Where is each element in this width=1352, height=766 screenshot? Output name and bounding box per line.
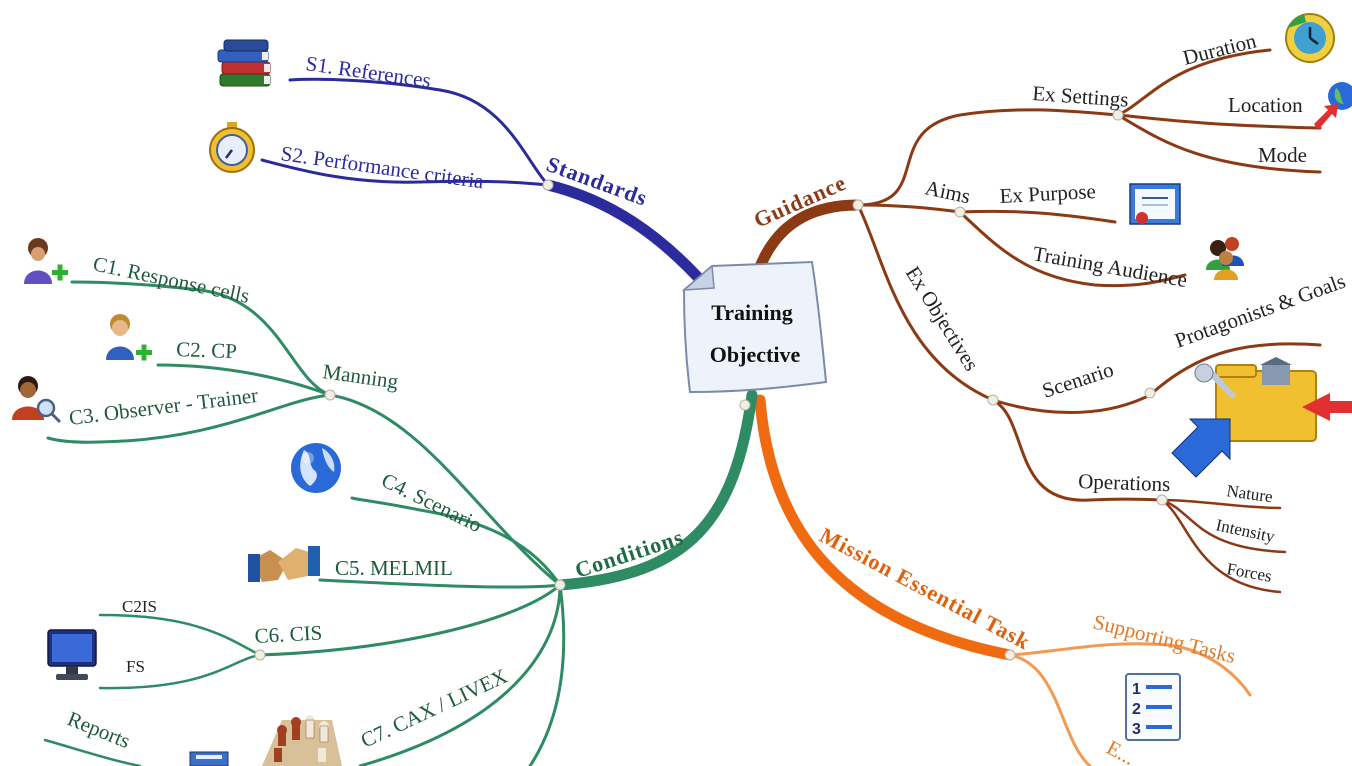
c2is-label[interactable]: C2IS bbox=[122, 597, 157, 616]
duration-label[interactable]: Duration bbox=[1180, 28, 1259, 69]
mission-branch bbox=[754, 394, 1252, 766]
document-icon bbox=[189, 751, 229, 766]
center-title-line1: Training bbox=[711, 300, 793, 325]
node-dots bbox=[254, 109, 1168, 661]
globe-icon bbox=[291, 443, 341, 493]
person-add-icon bbox=[24, 238, 68, 284]
ex-objectives-label[interactable]: Ex Objectives bbox=[901, 262, 984, 375]
svg-text:2: 2 bbox=[1132, 701, 1141, 718]
c2-cp-label[interactable]: C2. CP bbox=[176, 337, 238, 363]
s1-references-label[interactable]: S1. References bbox=[304, 51, 432, 92]
stopwatch-icon bbox=[209, 122, 255, 173]
c1-response-cells-label[interactable]: C1. Response cells bbox=[91, 251, 252, 308]
c6-cis-label[interactable]: C6. CIS bbox=[254, 620, 323, 648]
ex-purpose-label[interactable]: Ex Purpose bbox=[999, 179, 1096, 208]
nature-label[interactable]: Nature bbox=[1225, 481, 1273, 506]
clock-icon bbox=[1285, 13, 1335, 63]
handshake-icon bbox=[248, 546, 320, 582]
supporting-tasks-label[interactable]: Supporting Tasks bbox=[1091, 610, 1238, 669]
s2-performance-criteria-label[interactable]: S2. Performance criteria bbox=[279, 141, 486, 193]
person-search-icon bbox=[12, 376, 62, 424]
svg-text:3: 3 bbox=[1132, 721, 1141, 738]
numbered-list-icon: 1 2 3 bbox=[1125, 673, 1181, 741]
reports-label[interactable]: Reports bbox=[64, 706, 134, 753]
scenario-label[interactable]: Scenario bbox=[1039, 357, 1116, 403]
standards-branch bbox=[260, 77, 711, 291]
mode-label[interactable]: Mode bbox=[1258, 143, 1307, 167]
group-icon bbox=[1206, 237, 1244, 280]
manning-label[interactable]: Manning bbox=[321, 359, 400, 393]
monitor-icon bbox=[47, 629, 97, 680]
protagonists-goals-label[interactable]: Protagonists & Goals bbox=[1172, 269, 1349, 353]
ex-settings-label[interactable]: Ex Settings bbox=[1032, 81, 1130, 112]
c5-melmil-label[interactable]: C5. MELMIL bbox=[335, 556, 453, 580]
globe-arrow-icon bbox=[1314, 82, 1352, 130]
forces-label[interactable]: Forces bbox=[1225, 559, 1273, 586]
location-label[interactable]: Location bbox=[1228, 93, 1303, 117]
chess-icon bbox=[262, 715, 342, 766]
c4-scenario-label[interactable]: C4. Scenario bbox=[378, 468, 486, 537]
person-add-icon-2 bbox=[106, 314, 152, 361]
center-node[interactable]: Training Objective bbox=[681, 260, 828, 394]
conditions-branch bbox=[43, 280, 758, 766]
svg-text:1: 1 bbox=[1132, 681, 1141, 698]
aims-label[interactable]: Aims bbox=[923, 175, 973, 208]
fs-label[interactable]: FS bbox=[126, 657, 145, 676]
folder-building-icon bbox=[1171, 357, 1352, 478]
operations-label[interactable]: Operations bbox=[1078, 469, 1171, 496]
center-title-line2: Objective bbox=[710, 342, 801, 367]
books-icon bbox=[217, 39, 271, 87]
certificate-icon bbox=[1129, 183, 1181, 225]
